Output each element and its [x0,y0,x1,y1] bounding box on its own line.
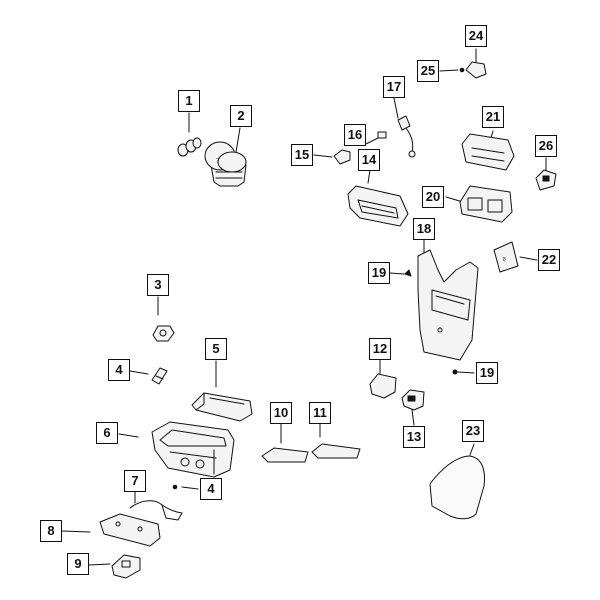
part-22-pad: 8 [493,241,519,273]
callout-4: 4 [108,359,130,381]
callout-5: 5 [205,338,227,360]
callout-16: 16 [344,124,366,146]
callout-9: 9 [67,553,89,575]
callout-17: 17 [383,76,405,98]
callout-21: 21 [482,106,504,128]
part-21-switch-bank [461,133,515,171]
callout-18: 18 [413,218,435,240]
part-16-clip [377,131,387,139]
part-15-connector [333,149,351,165]
part-24-switch [465,61,487,79]
callout-1: 1 [178,90,200,112]
callout-20: 20 [422,186,444,208]
part-7-wire-harness [129,500,183,521]
svg-text:8: 8 [503,257,506,263]
part-8-bracket [99,513,161,547]
part-10-mat [261,447,309,463]
part-11-mat [311,443,361,459]
part-4-clip [172,484,178,490]
callout-24: 24 [465,25,487,47]
svg-text:7: 7 [216,158,220,165]
part-3-knob [152,325,175,342]
part-14-bezel [347,185,409,227]
callout-12: 12 [369,338,391,360]
callout-7: 7 [124,470,146,492]
callout-11: 11 [309,402,331,424]
part-13-usb-module [401,389,425,411]
callout-22: 22 [538,249,560,271]
part-17-sensor-wire [397,115,416,158]
part-19-fasteners [404,269,458,375]
part-1-grommets [177,137,202,157]
callout-6: 6 [96,422,118,444]
part-12-module [369,373,397,399]
part-26-button [535,169,557,191]
part-6-console-bin [151,421,235,478]
part-4-plug [151,367,168,385]
part-18-side-panel [417,249,479,361]
part-23-floor-mat [429,455,485,520]
callout-14: 14 [358,149,380,171]
callout-2: 2 [230,105,252,127]
callout-23: 23 [462,420,484,442]
part-25-screw [459,67,465,73]
callout-19-lower: 19 [476,362,498,384]
callout-4-lower: 4 [200,478,222,500]
callout-10: 10 [270,402,292,424]
callout-8: 8 [40,520,62,542]
callout-13: 13 [403,426,425,448]
part-5-tray [191,392,253,422]
callout-3: 3 [147,274,169,296]
part-9-switch [111,554,141,579]
part-20-vent-module [459,185,513,223]
part-2-cup-holder: 7 [204,141,247,187]
callout-19: 19 [368,262,390,284]
callout-15: 15 [291,144,313,166]
callout-26: 26 [535,135,557,157]
callout-25: 25 [417,60,439,82]
